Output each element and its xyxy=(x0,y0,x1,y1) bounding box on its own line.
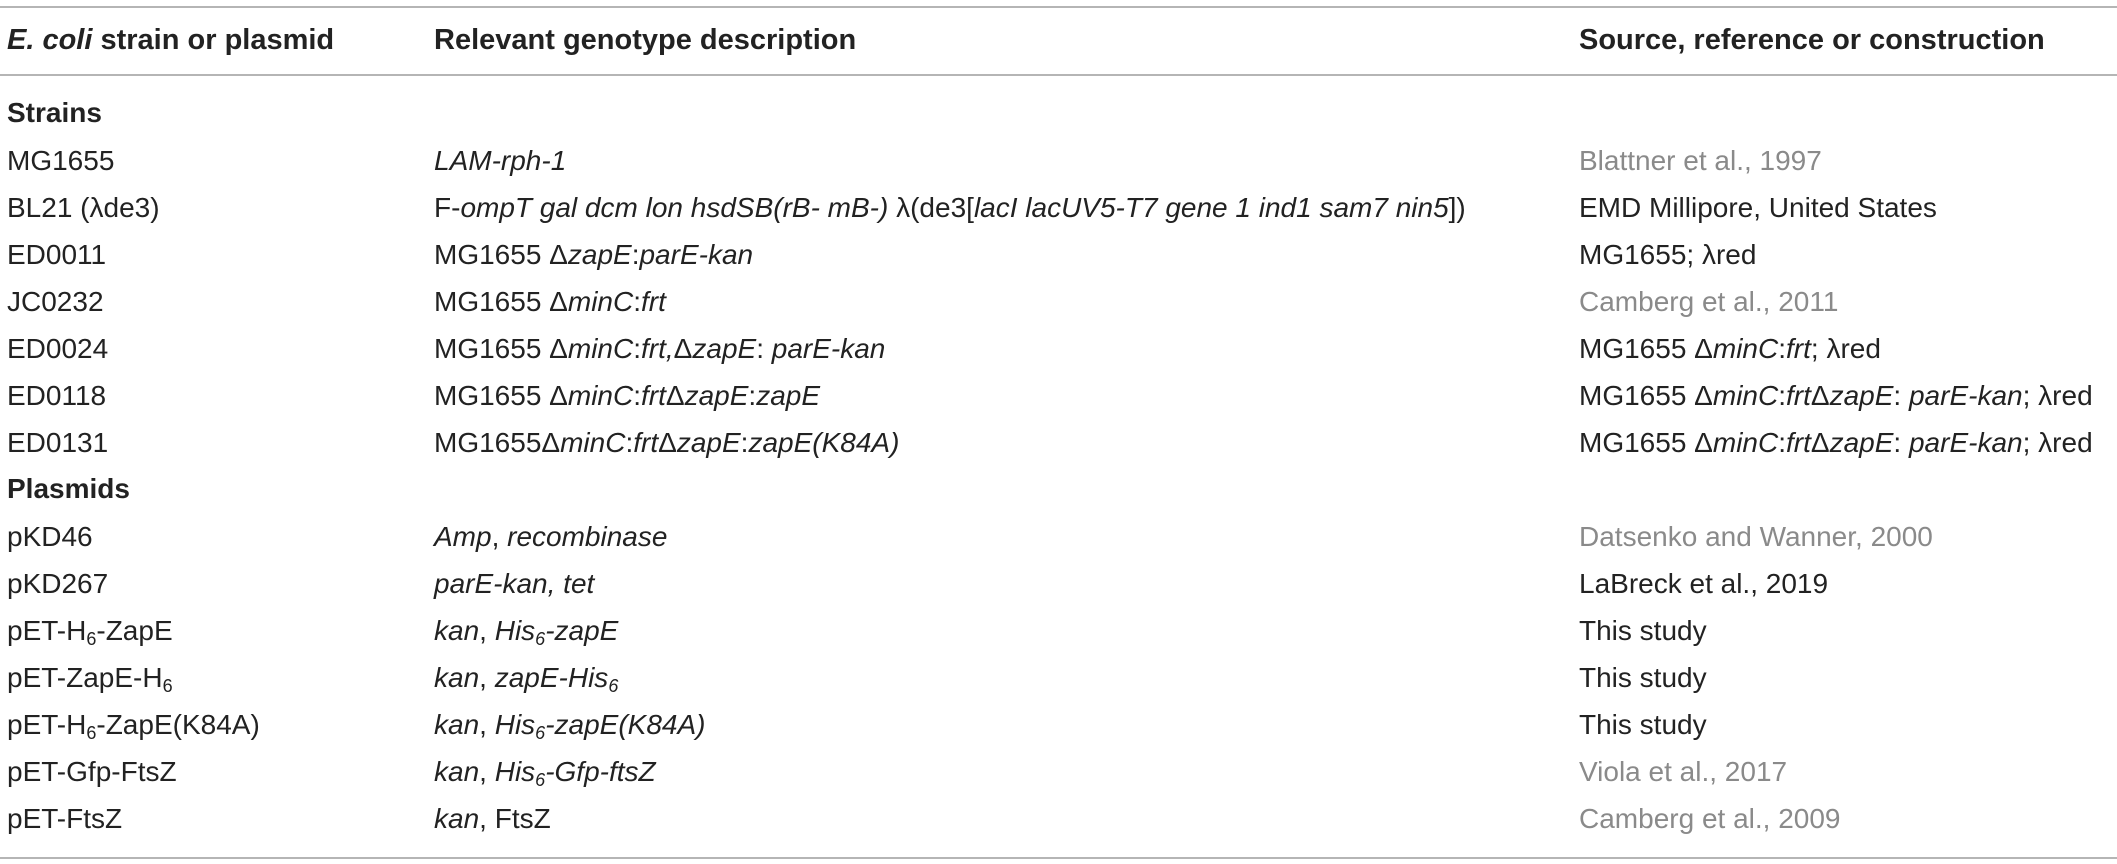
table-row: pET-H6-ZapE kan, His6-zapE This study xyxy=(0,615,2117,662)
genotype: parE-kan, tet xyxy=(434,568,595,599)
table-row: pET-ZapE-H6 kan, zapE-His6 This study xyxy=(0,662,2117,709)
source-reference[interactable]: Blattner et al., 1997 xyxy=(1579,145,1822,176)
plasmid-name: pKD267 xyxy=(7,568,109,599)
table-bottom-rule xyxy=(0,857,2117,859)
genotype: kan, His6-zapE xyxy=(434,615,619,649)
table-row: ED0118 MG1655 ΔminC:frtΔzapE:zapE MG1655… xyxy=(0,380,2117,427)
genotype: MG1655 ΔminC:frtΔzapE:zapE xyxy=(434,380,821,411)
table-row: ED0131 MG1655ΔminC:frtΔzapE:zapE(K84A) M… xyxy=(0,427,2117,474)
source-reference[interactable]: Camberg et al., 2009 xyxy=(1579,803,1841,834)
source-reference: MG1655 ΔminC:frt; λred xyxy=(1579,333,1881,364)
genotype: MG1655ΔminC:frtΔzapE:zapE(K84A) xyxy=(434,427,900,458)
genotype: MG1655 ΔminC:frt,ΔzapE: parE-kan xyxy=(434,333,886,364)
table-row: JC0232 MG1655 ΔminC:frt Camberg et al., … xyxy=(0,286,2117,333)
plasmid-name: pET-H6-ZapE(K84A) xyxy=(7,709,260,743)
table-row: pET-H6-ZapE(K84A) kan, His6-zapE(K84A) T… xyxy=(0,709,2117,756)
source-reference: This study xyxy=(1579,709,1707,740)
genotype: kan, His6-zapE(K84A) xyxy=(434,709,706,743)
plasmid-name: pKD46 xyxy=(7,521,93,552)
source-reference[interactable]: Viola et al., 2017 xyxy=(1579,756,1788,787)
column-header-strain: E. coli strain or plasmid xyxy=(7,24,335,56)
table-row: ED0024 MG1655 ΔminC:frt,ΔzapE: parE-kan … xyxy=(0,333,2117,380)
genotype: LAM-rph-1 xyxy=(434,145,567,176)
source-reference[interactable]: Datsenko and Wanner, 2000 xyxy=(1579,521,1933,552)
section-title-plasmids: Plasmids xyxy=(7,473,130,504)
header-rule xyxy=(0,74,2117,76)
strain-name: ED0024 xyxy=(7,333,109,364)
table-row: BL21 (λde3) F-ompT gal dcm lon hsdSB(rB-… xyxy=(0,192,2117,239)
plasmid-name: pET-ZapE-H6 xyxy=(7,662,173,696)
genotype: Amp, recombinase xyxy=(434,521,668,552)
source-reference: MG1655; λred xyxy=(1579,239,1757,270)
plasmid-name: pET-FtsZ xyxy=(7,803,123,834)
genotype: kan, zapE-His6 xyxy=(434,662,619,696)
column-header-genotype: Relevant genotype description xyxy=(434,24,857,56)
source-reference: This study xyxy=(1579,662,1707,693)
section-title-strains: Strains xyxy=(7,97,102,128)
source-reference: MG1655 ΔminC:frtΔzapE: parE-kan; λred xyxy=(1579,427,2093,458)
table-row: pKD46 Amp, recombinase Datsenko and Wann… xyxy=(0,521,2117,568)
table-row: pET-Gfp-FtsZ kan, His6-Gfp-ftsZ Viola et… xyxy=(0,756,2117,803)
table-row: ED0011 MG1655 ΔzapE:parE-kan MG1655; λre… xyxy=(0,239,2117,286)
plasmid-name: pET-Gfp-FtsZ xyxy=(7,756,177,787)
plasmid-name: pET-H6-ZapE xyxy=(7,615,173,649)
table-row: MG1655 LAM-rph-1 Blattner et al., 1997 xyxy=(0,145,2117,192)
genotype: kan, His6-Gfp-ftsZ xyxy=(434,756,656,790)
source-reference: EMD Millipore, United States xyxy=(1579,192,1937,223)
genotype: MG1655 ΔminC:frt xyxy=(434,286,666,317)
genotype: MG1655 ΔzapE:parE-kan xyxy=(434,239,754,270)
genotype: F-ompT gal dcm lon hsdSB(rB- mB-) λ(de3[… xyxy=(434,192,1466,223)
source-reference: This study xyxy=(1579,615,1707,646)
table-row: pET-FtsZ kan, FtsZ Camberg et al., 2009 xyxy=(0,803,2117,850)
column-header-source: Source, reference or construction xyxy=(1579,24,2045,56)
strain-name: JC0232 xyxy=(7,286,104,317)
genotype: kan, FtsZ xyxy=(434,803,551,834)
source-reference[interactable]: Camberg et al., 2011 xyxy=(1579,286,1839,317)
strain-name: MG1655 xyxy=(7,145,115,176)
source-reference: MG1655 ΔminC:frtΔzapE: parE-kan; λred xyxy=(1579,380,2093,411)
strain-name: BL21 (λde3) xyxy=(7,192,160,223)
table-row: pKD267 parE-kan, tet LaBreck et al., 201… xyxy=(0,568,2117,615)
strain-name: ED0131 xyxy=(7,427,109,458)
table-top-rule xyxy=(0,6,2117,8)
strain-name: ED0011 xyxy=(7,239,107,270)
strain-name: ED0118 xyxy=(7,380,107,411)
source-reference: LaBreck et al., 2019 xyxy=(1579,568,1829,599)
